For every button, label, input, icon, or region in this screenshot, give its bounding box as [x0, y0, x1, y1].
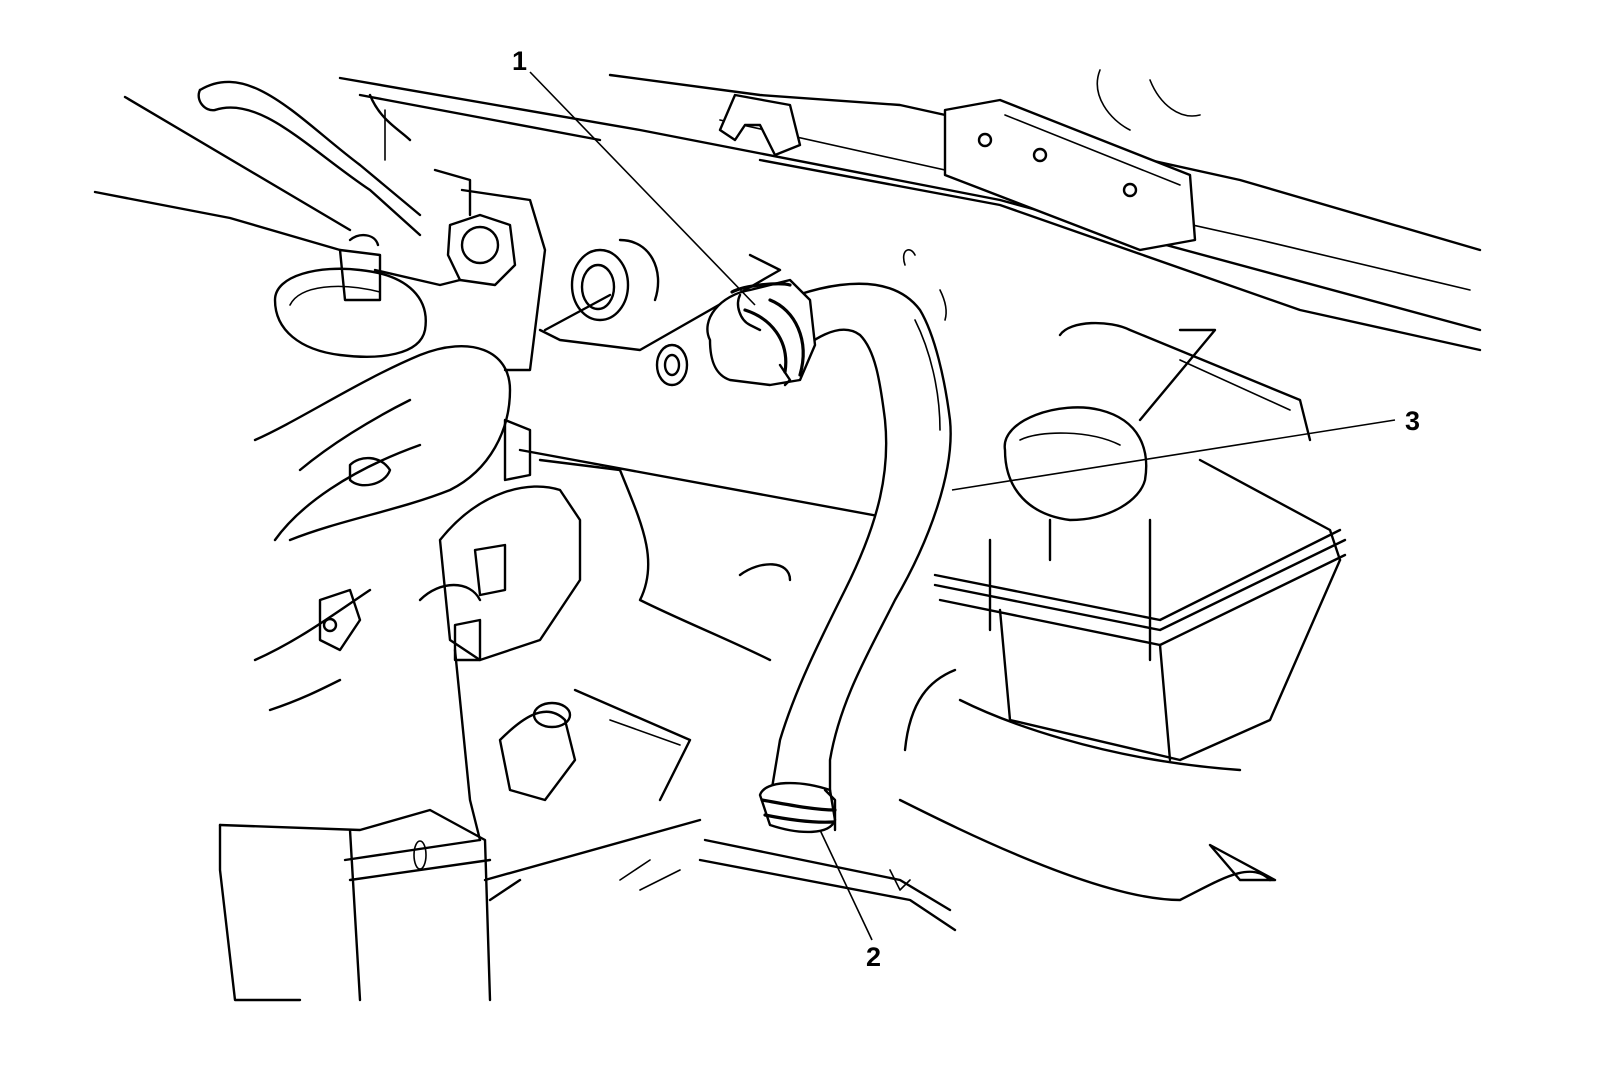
- cowl-panel: [338, 69, 1482, 352]
- callout-1: 1: [512, 46, 527, 76]
- mounting-bracket: [943, 98, 1197, 252]
- panel-contours: [518, 249, 1152, 752]
- radiator-support: [218, 648, 702, 1002]
- leader-3: [951, 419, 1396, 491]
- upper-hose-clamp: [706, 278, 817, 387]
- leader-2: [819, 829, 873, 941]
- callout-labels: 1 2 3: [512, 46, 1420, 972]
- upper-pipe: [93, 80, 422, 252]
- lower-hose-clamp: [758, 781, 837, 834]
- harness-clip: [718, 93, 802, 157]
- bumper-area: [619, 798, 1277, 932]
- sensor-connector: [373, 168, 547, 372]
- radiator-hose: [728, 282, 952, 802]
- throttle-body: [318, 418, 582, 662]
- strut-tower: [273, 233, 427, 358]
- grommet: [538, 238, 782, 352]
- engine-cover: [253, 345, 512, 712]
- callout-leaders: [529, 71, 1396, 941]
- callout-2: 2: [866, 942, 881, 972]
- coolant-reservoir: [933, 321, 1347, 772]
- leader-1: [529, 71, 756, 306]
- callout-3: 3: [1405, 406, 1420, 436]
- coolant-pipe-lower: [498, 688, 692, 802]
